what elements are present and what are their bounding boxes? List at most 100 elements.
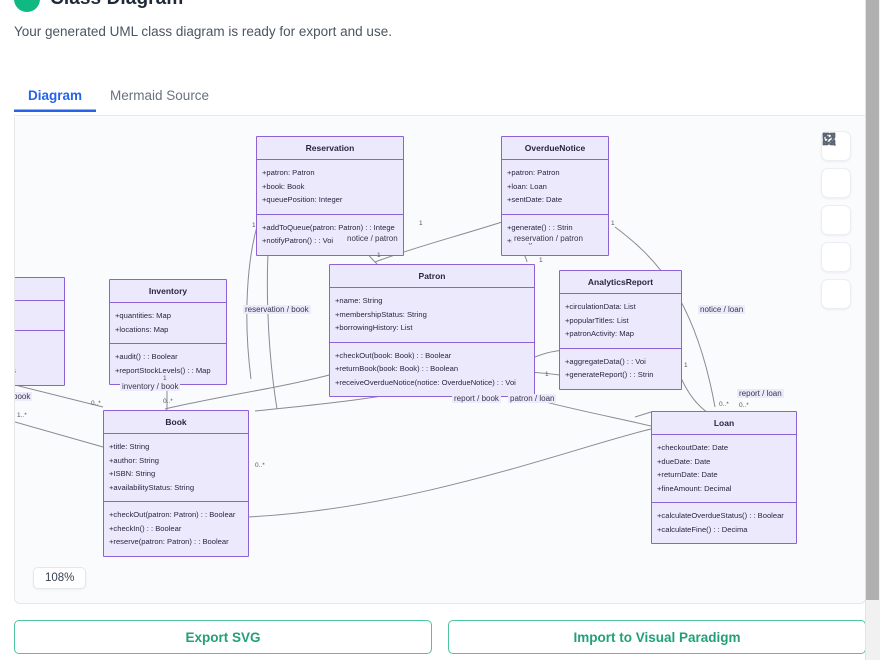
uml-attributes-section xyxy=(15,301,64,331)
uml-attribute: +membershipStatus: String xyxy=(335,309,427,319)
uml-method: +addToQueue(patron: Patron) : : Intege xyxy=(262,222,395,232)
uml-method: +checkOut(patron: Patron) : : Boolear xyxy=(109,510,236,519)
uml-class-loan[interactable]: Loan +checkoutDate: Date +dueDate: Date … xyxy=(651,411,797,544)
uml-method: +checkOut(book: Book) : : Boolear xyxy=(335,350,452,360)
uml-class-clipped-left[interactable]: g ing) : : Lis : String) : : List ct: St… xyxy=(15,277,65,386)
uml-attribute: +dueDate: Date xyxy=(657,456,711,466)
uml-attribute: +loan: Loan xyxy=(507,181,547,191)
uml-methods-section: ing) : : Lis : String) : : List ct: Stri… xyxy=(15,331,64,385)
tab-diagram[interactable]: Diagram xyxy=(14,84,96,112)
uml-class-title: Loan xyxy=(652,412,796,435)
zoom-out-button[interactable] xyxy=(821,132,851,198)
fit-screen-button[interactable] xyxy=(821,132,851,272)
uml-attribute: +queuePosition: Integer xyxy=(262,195,343,204)
multiplicity: 1..* xyxy=(17,412,27,419)
uml-methods-section: +calculateOverdueStatus() : : Boolear +c… xyxy=(652,503,796,543)
uml-attributes-section: +patron: Patron +loan: Loan +sentDate: D… xyxy=(502,160,608,215)
fullscreen-icon xyxy=(822,132,836,146)
uml-attribute: +patron: Patron xyxy=(262,168,315,177)
uml-attributes-section: +circulationData: List +popularTitles: L… xyxy=(560,294,681,349)
multiplicity: 1 xyxy=(545,371,549,378)
uml-class-title: Inventory xyxy=(110,280,226,303)
uml-attribute: +book: Book xyxy=(262,181,305,191)
edge-label-book: book xyxy=(15,392,33,401)
action-bar: Export SVG Import to Visual Paradigm xyxy=(14,620,866,654)
diagram-canvas[interactable]: g ing) : : Lis : String) : : List ct: St… xyxy=(14,117,866,604)
export-svg-button[interactable]: Export SVG xyxy=(14,620,432,654)
window-scrollbar[interactable] xyxy=(865,0,880,660)
page-subtitle: Your generated UML class diagram is read… xyxy=(14,24,392,39)
uml-method: +reportStockLevels() : : Map xyxy=(115,365,211,375)
edge-label-notice-loan: notice / loan xyxy=(698,305,746,314)
uml-method: : String) : : List xyxy=(15,351,59,365)
uml-methods-section: +checkOut(book: Book) : : Boolear +retur… xyxy=(330,343,534,397)
uml-class-inventory[interactable]: Inventory +quantities: Map +locations: M… xyxy=(109,279,227,385)
uml-attribute: +name: String xyxy=(335,296,383,305)
tab-bar: Diagram Mermaid Source xyxy=(14,84,866,116)
uml-class-title: Patron xyxy=(330,265,534,288)
uml-attributes-section: +checkoutDate: Date +dueDate: Date +retu… xyxy=(652,435,796,503)
edge-label-reservation-book: reservation / book xyxy=(243,305,311,314)
multiplicity: 1 xyxy=(377,252,381,259)
panel-header: Class Diagram xyxy=(14,0,183,12)
edge-label-patron-loan: patron / loan xyxy=(508,394,557,403)
uml-method: +returnBook(book: Book) : : Boolean xyxy=(335,364,459,373)
multiplicity: 1 xyxy=(252,222,256,229)
uml-attribute: +locations: Map xyxy=(115,324,169,334)
import-visual-paradigm-button[interactable]: Import to Visual Paradigm xyxy=(448,620,866,654)
uml-method: +calculateOverdueStatus() : : Boolear xyxy=(657,511,784,520)
uml-class-title: g xyxy=(15,278,64,301)
multiplicity: 0..* xyxy=(255,462,265,469)
uml-class-analyticsreport[interactable]: AnalyticsReport +circulationData: List +… xyxy=(559,270,682,390)
reset-button[interactable] xyxy=(821,133,851,235)
uml-methods-section: +checkOut(patron: Patron) : : Boolear +c… xyxy=(104,502,248,556)
uml-class-reservation[interactable]: Reservation +patron: Patron +book: Book … xyxy=(256,136,404,256)
uml-attribute: +availabilityStatus: String xyxy=(109,482,195,492)
uml-attribute: +circulationData: List xyxy=(565,302,636,311)
uml-attribute: +patron: Patron xyxy=(507,168,560,177)
multiplicity: 1 xyxy=(419,220,423,227)
fullscreen-button[interactable] xyxy=(821,132,851,309)
edge-label-reservation-patron: reservation / patron xyxy=(512,234,585,243)
uml-attributes-section: +patron: Patron +book: Book +queuePositi… xyxy=(257,160,403,215)
uml-class-title: Reservation xyxy=(257,137,403,160)
uml-method: +calculateFine() : : Decima xyxy=(657,524,748,534)
uml-attribute: +returnDate: Date xyxy=(657,470,718,479)
multiplicity: 0..* xyxy=(91,400,101,407)
multiplicity: 1 xyxy=(611,220,615,227)
edge-label-notice-patron: notice / patron xyxy=(345,234,400,243)
multiplicity: 0..* xyxy=(163,398,173,405)
uml-attribute: +borrowingHistory: List xyxy=(335,323,413,332)
uml-attributes-section: +name: String +membershipStatus: String … xyxy=(330,288,534,343)
tab-mermaid-source[interactable]: Mermaid Source xyxy=(96,84,223,112)
uml-method: +notifyPatron() : : Voi xyxy=(262,236,334,245)
uml-attribute: +ISBN: String xyxy=(109,469,156,478)
scrollbar-thumb[interactable] xyxy=(866,0,879,600)
uml-method: +generate() : : Strin xyxy=(507,222,573,232)
uml-methods-section: +audit() : : Boolear +reportStockLevels(… xyxy=(110,344,226,384)
uml-attribute: +quantities: Map xyxy=(115,311,171,320)
uml-methods-section: +addToQueue(patron: Patron) : : Intege +… xyxy=(257,215,403,255)
uml-attribute: +fineAmount: Decimal xyxy=(657,483,732,493)
canvas-controls xyxy=(821,131,851,309)
uml-class-patron[interactable]: Patron +name: String +membershipStatus: … xyxy=(329,264,535,397)
uml-method: ct: String) : : Lis xyxy=(15,364,59,378)
page-title: Class Diagram xyxy=(50,0,183,10)
uml-attribute: +patronActivity: Map xyxy=(565,329,635,338)
multiplicity: 1 xyxy=(684,362,688,369)
uml-method: +aggregateData() : : Voi xyxy=(565,356,646,366)
multiplicity: 0..* xyxy=(739,402,749,409)
uml-method: +checkIn() : : Boolear xyxy=(109,523,182,533)
uml-class-title: OverdueNotice xyxy=(502,137,608,160)
edge-label-report-book: report / book xyxy=(452,394,501,403)
uml-class-title: AnalyticsReport xyxy=(560,271,681,294)
uml-attributes-section: +title: String +author: String +ISBN: St… xyxy=(104,434,248,502)
edge-label-report-loan: report / loan xyxy=(737,389,784,398)
multiplicity: 1 xyxy=(539,257,543,264)
uml-class-book[interactable]: Book +title: String +author: String +ISB… xyxy=(103,410,249,557)
uml-attribute: +checkoutDate: Date xyxy=(657,443,729,452)
uml-method: ing) : : Lis xyxy=(15,337,59,351)
uml-attribute: +author: String xyxy=(109,455,160,465)
edge-label-inventory-book: inventory / book xyxy=(120,382,181,391)
uml-method: +reserve(patron: Patron) : : Boolear xyxy=(109,537,229,546)
